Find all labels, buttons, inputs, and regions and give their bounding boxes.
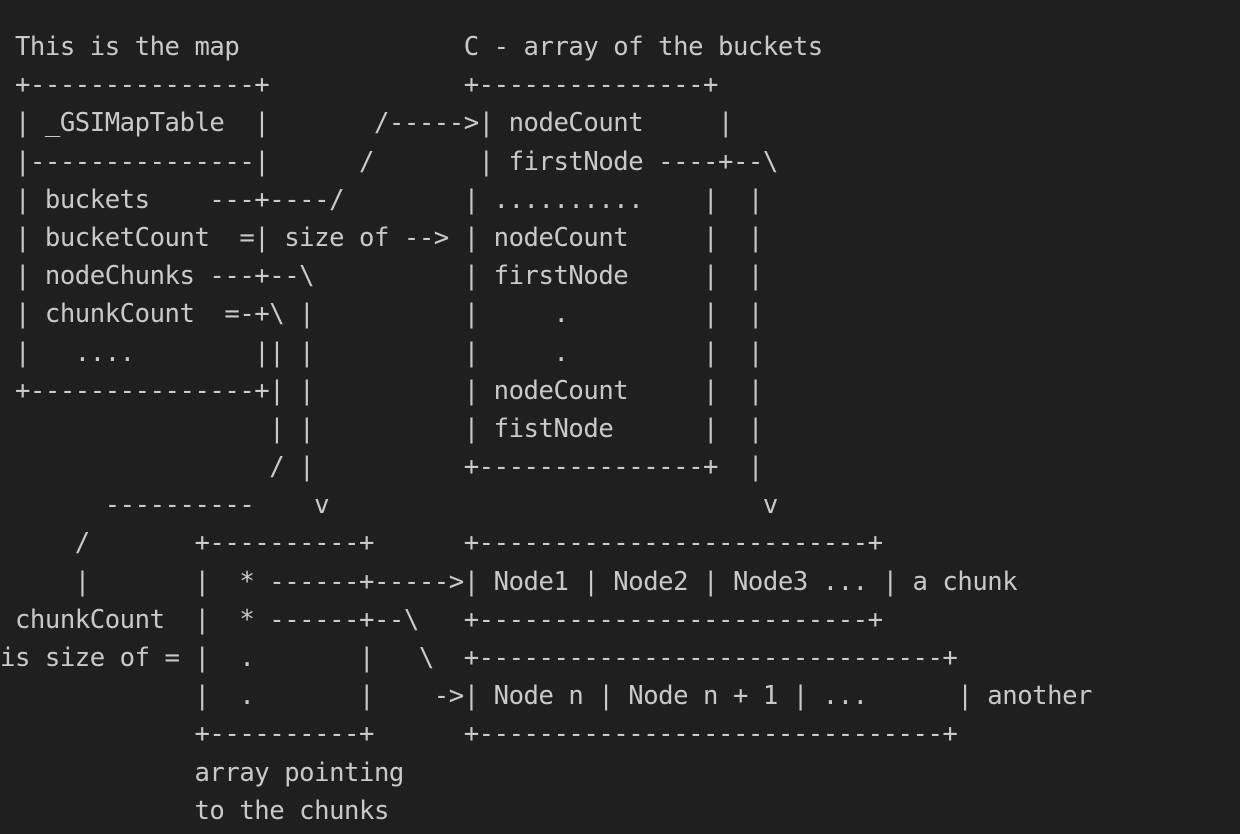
ascii-diagram: This is the map C - array of the buckets… xyxy=(0,28,1092,830)
diagram-line-17: is size of = | . | \ +------------------… xyxy=(0,643,958,673)
diagram-line-6: | bucketCount =| size of --> | nodeCount… xyxy=(0,222,763,253)
diagram-line-19: +----------+ +--------------------------… xyxy=(0,719,958,750)
diagram-line-7: | nodeChunks ---+--\ | firstNode | | xyxy=(0,261,763,292)
diagram-line-8: | chunkCount =-+\ | | . | | xyxy=(0,299,763,330)
diagram-line-14: / +----------+ +------------------------… xyxy=(0,528,883,559)
diagram-line-12: / | +---------------+ | xyxy=(0,452,763,483)
diagram-line-10: +---------------+| | | nodeCount | | xyxy=(0,375,763,406)
diagram-line-15: | | * ------+----->| Node1 | Node2 | Nod… xyxy=(0,566,1018,597)
diagram-line-4: |---------------| / | firstNode ----+--\ xyxy=(0,146,778,177)
diagram-line-11: | | | fistNode | | xyxy=(0,413,763,444)
diagram-line-20: array pointing xyxy=(0,757,404,788)
diagram-line-1: This is the map C - array of the buckets xyxy=(0,32,823,62)
diagram-line-18: | . | ->| Node n | Node n + 1 | ... | an… xyxy=(0,681,1092,712)
diagram-line-3: | _GSIMapTable | /----->| nodeCount | xyxy=(0,108,733,139)
diagram-line-16: chunkCount | * ------+--\ +-------------… xyxy=(0,604,883,635)
diagram-line-21: to the chunks xyxy=(0,795,389,826)
diagram-line-5: | buckets ---+----/ | .......... | | xyxy=(0,184,763,215)
diagram-line-13: ---------- v v xyxy=(0,490,779,521)
diagram-line-2: +---------------+ +---------------+ xyxy=(0,70,719,101)
diagram-line-9: | .... || | | . | | xyxy=(0,337,763,368)
